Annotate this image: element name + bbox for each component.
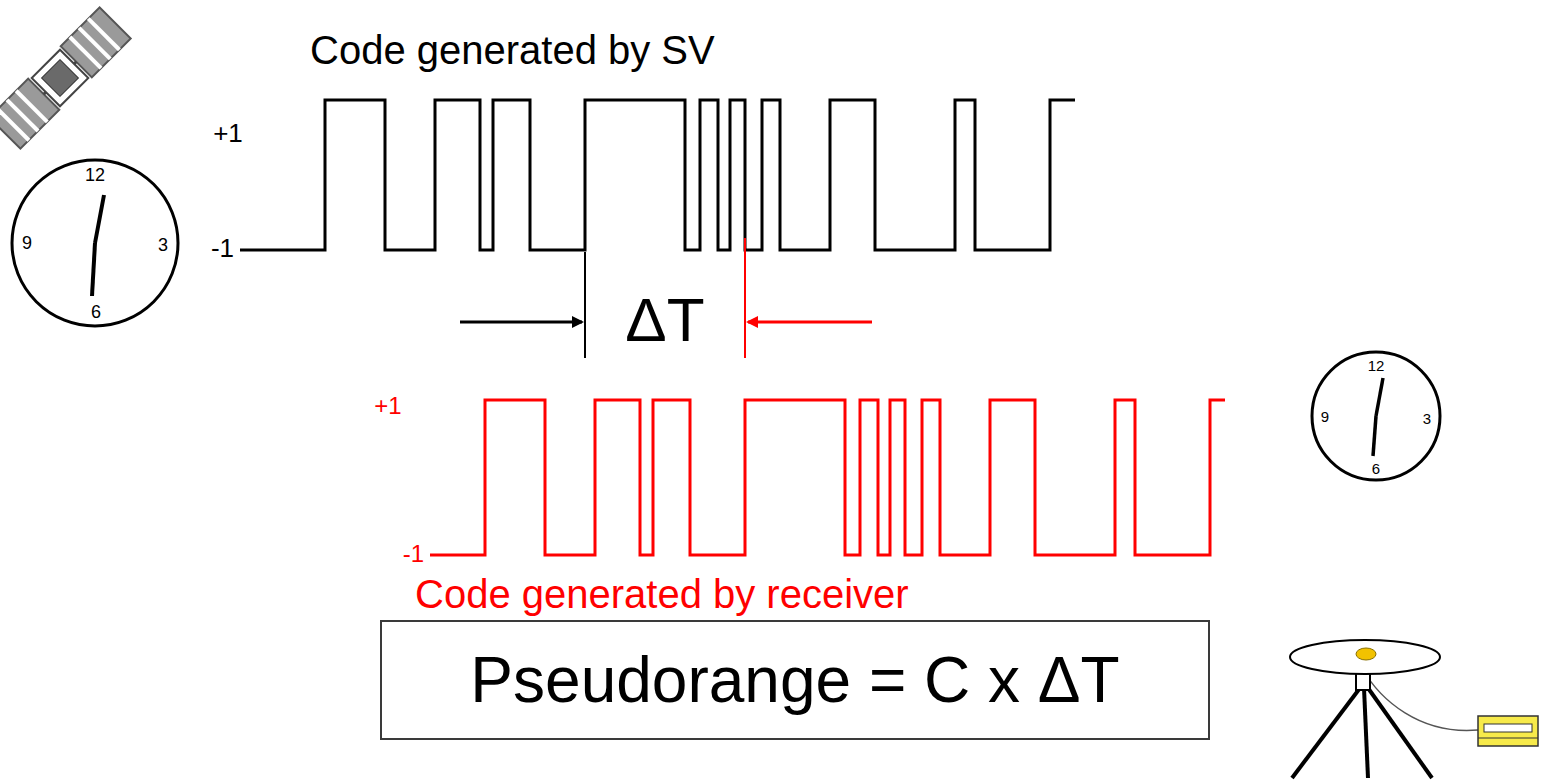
- level-label: -1: [403, 542, 424, 566]
- clock-number: 12: [85, 166, 105, 184]
- clock-number: 3: [1423, 411, 1431, 426]
- delta-arrow-left: [460, 321, 582, 324]
- delta-label: ΔT: [625, 289, 704, 351]
- formula-box: Pseudorange = C x ΔT: [380, 620, 1210, 740]
- clock-number: 9: [1321, 409, 1329, 424]
- satellite-clock: [12, 160, 178, 326]
- delta-arrow-right: [748, 321, 872, 324]
- receiver-tripod: [1290, 640, 1538, 778]
- satellite-icon: [0, 7, 131, 148]
- clock-number: 6: [1372, 461, 1380, 476]
- sv-code-wave: [240, 100, 1075, 250]
- wave-title: Code generated by SV: [310, 30, 715, 70]
- level-label: +1: [374, 394, 401, 418]
- receiver-clock: [1312, 352, 1440, 480]
- clock-number: 12: [1368, 358, 1385, 373]
- clock-number: 6: [91, 303, 101, 321]
- receiver-code-wave: [430, 400, 1225, 555]
- wave-title: Code generated by receiver: [415, 574, 909, 614]
- level-label: -1: [211, 235, 234, 261]
- formula-text: Pseudorange = C x ΔT: [470, 645, 1119, 715]
- level-label: +1: [213, 120, 243, 146]
- clock-number: 9: [22, 234, 32, 252]
- clock-number: 3: [158, 236, 168, 254]
- delta-start-line: [584, 252, 586, 358]
- delta-end-line: [744, 238, 746, 358]
